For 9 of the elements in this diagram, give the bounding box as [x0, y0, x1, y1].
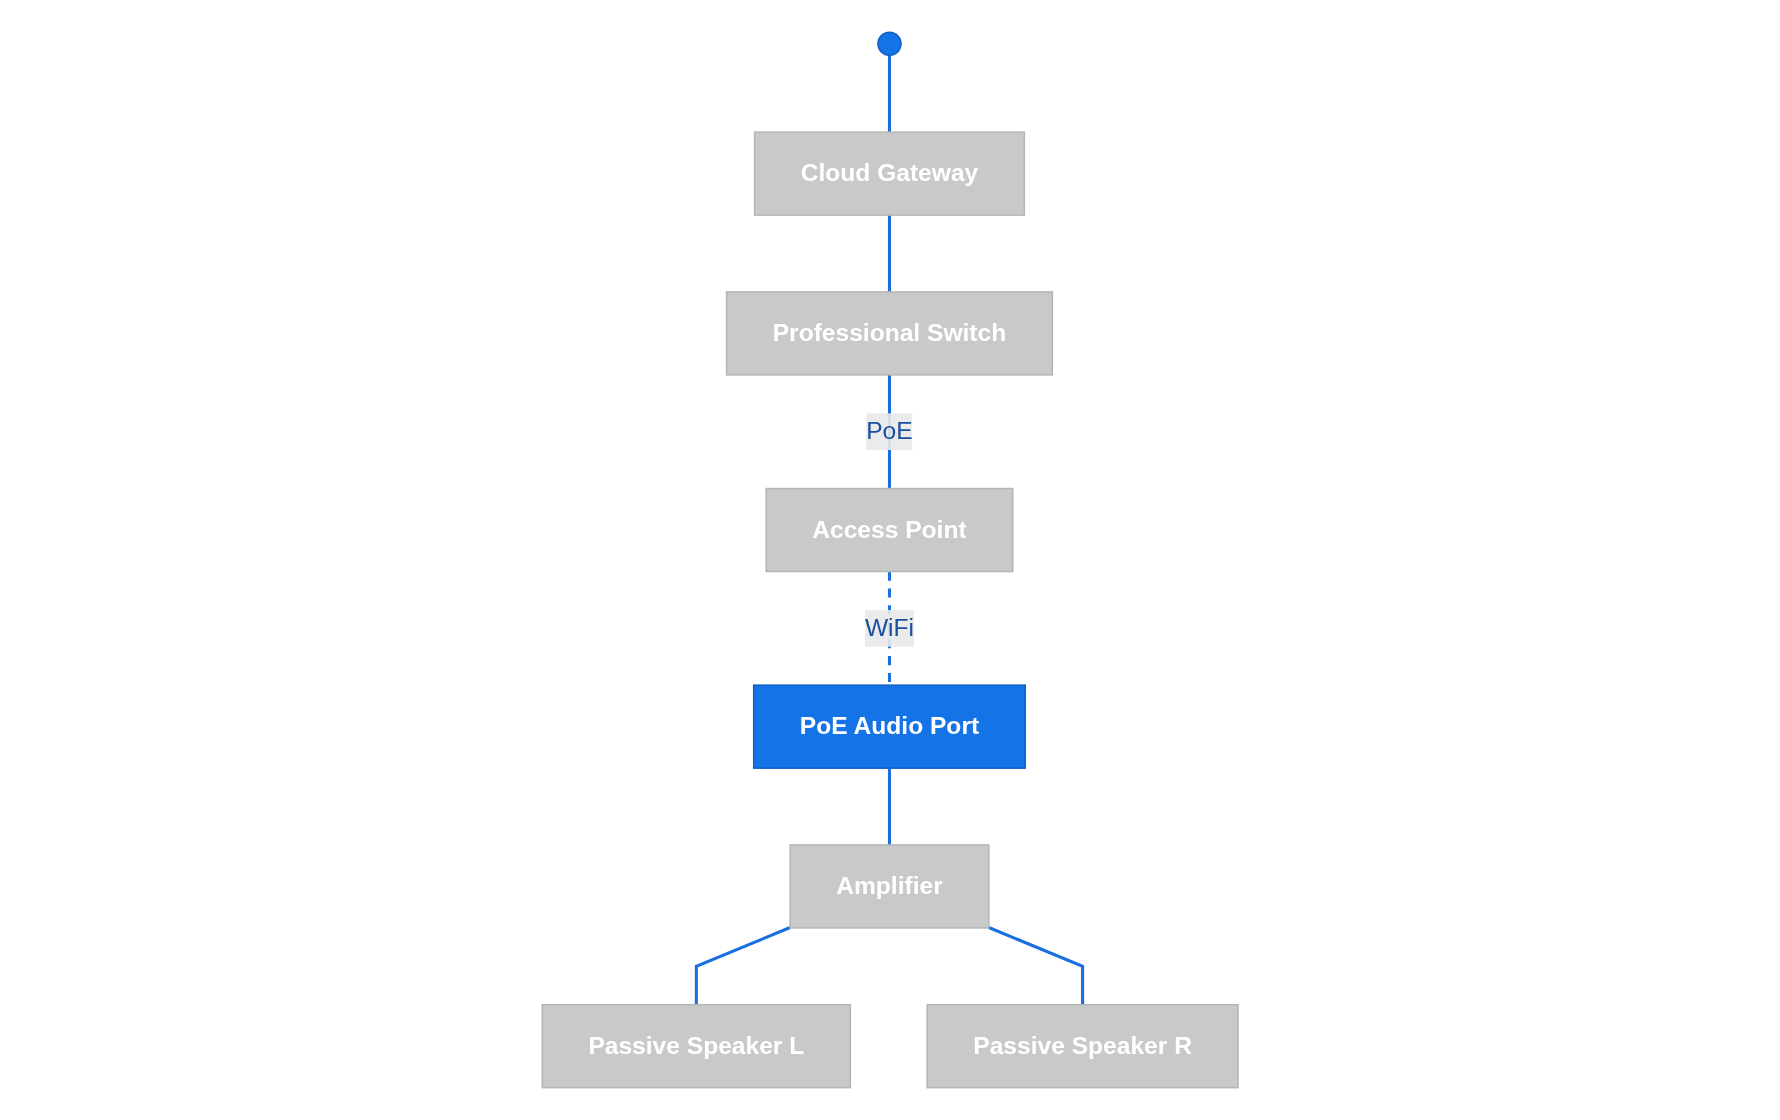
connector: [887, 55, 891, 133]
edge-label: WiFi: [864, 614, 914, 641]
connector: [694, 926, 791, 1005]
edge-label: PoE: [866, 417, 913, 445]
node-box: PoE Audio Port: [752, 684, 1026, 769]
connector: [887, 215, 891, 292]
connector: [887, 768, 891, 845]
connector: [988, 926, 1084, 1005]
node-circle: [877, 31, 902, 57]
